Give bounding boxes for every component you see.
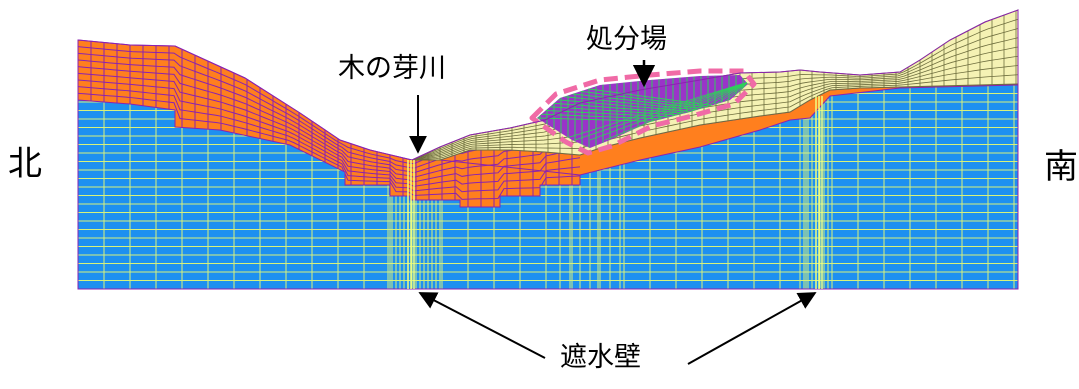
aquifer-layer [78,78,1018,289]
wall-arrow-right [687,292,817,365]
cutoff-wall-left [407,160,415,289]
wall-arrow-left [418,292,546,359]
river-label: 木の芽川 [338,53,446,84]
north-label: 北 [8,144,42,184]
model-domain-outline [77,9,1019,290]
landfill-label: 処分場 [586,24,667,55]
cutoff-wall-label: 遮水壁 [560,342,641,373]
south-label: 南 [1044,147,1078,187]
annotation-arrows [409,60,817,365]
landfill-boundary-outline [529,68,757,156]
cutoff-wall-right [815,96,823,289]
